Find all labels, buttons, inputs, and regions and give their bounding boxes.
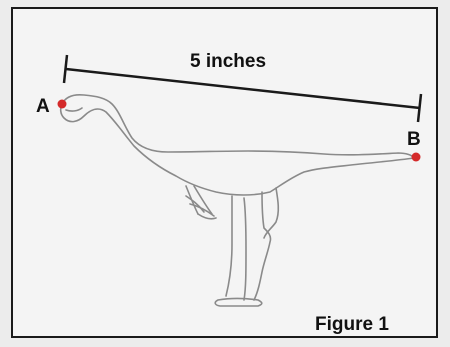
dinosaur-outline xyxy=(61,95,414,306)
figure-label: Figure 1 xyxy=(315,314,389,335)
measure-tick-right xyxy=(418,94,421,122)
point-b-label: B xyxy=(407,129,421,150)
measure-label: 5 inches xyxy=(190,51,266,72)
measure-line-main xyxy=(66,69,420,108)
point-b-marker xyxy=(412,153,421,162)
measure-tick-left xyxy=(64,55,67,83)
point-a-label: A xyxy=(36,96,50,117)
point-a-marker xyxy=(58,100,67,109)
